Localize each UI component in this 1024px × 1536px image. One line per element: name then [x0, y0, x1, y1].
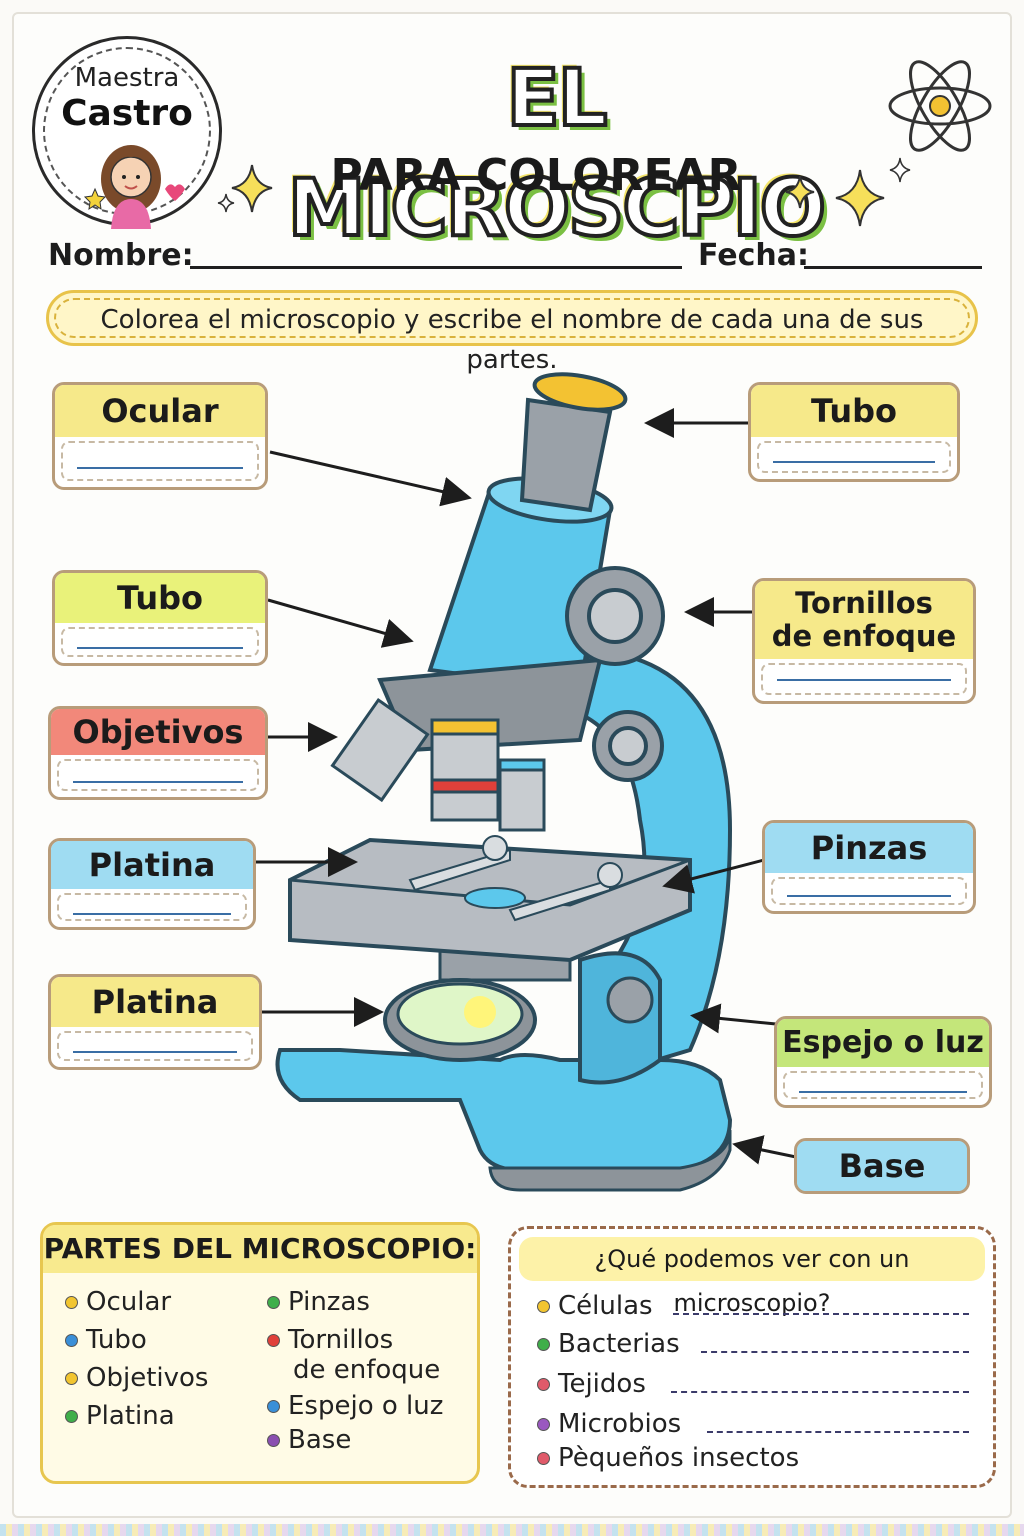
list-item: Microbios	[537, 1409, 681, 1439]
label-card-title-line1: Tornillos	[795, 586, 933, 620]
microscope-illustration	[275, 372, 733, 1192]
badge-line2: Castro	[61, 93, 193, 134]
label-card-platina-2: Platina	[48, 974, 262, 1070]
label-card-tubo: Tubo	[52, 570, 268, 666]
label-card-tubo-right: Tubo	[748, 382, 960, 482]
sparkle-icon	[785, 157, 911, 227]
name-field[interactable]	[190, 266, 682, 269]
bullet-icon	[65, 1334, 78, 1347]
bullet-icon	[267, 1434, 280, 1447]
label-card-title: Base	[797, 1141, 967, 1191]
list-item: Objetivos	[65, 1363, 208, 1393]
author-badge: Maestra Castro	[32, 36, 222, 229]
bullet-icon	[267, 1400, 280, 1413]
label-card-title: Pinzas	[765, 823, 973, 873]
bullet-icon	[537, 1378, 550, 1391]
list-item: Células	[537, 1291, 653, 1321]
label-answer-box[interactable]	[57, 759, 259, 791]
label-card-ocular: Ocular	[52, 382, 268, 490]
parts-list-title: PARTES DEL MICROSCOPIO:	[43, 1225, 477, 1273]
sparkle-icon	[217, 164, 273, 213]
label-answer-box[interactable]	[783, 1071, 983, 1099]
label-card-platina: Platina	[48, 838, 256, 930]
label-card-title: Objetivos	[51, 709, 265, 755]
list-item: Tornillos	[267, 1325, 393, 1355]
label-card-title: Platina	[51, 977, 259, 1027]
label-card-pinzas: Pinzas	[762, 820, 976, 914]
list-item: Pèqueños insectos	[537, 1443, 799, 1473]
observation-box: ¿Qué podemos ver con un microscopio? Cél…	[508, 1226, 996, 1488]
label-card-title: Tubo	[751, 385, 957, 437]
label-answer-box[interactable]	[757, 441, 951, 473]
page-title: EL MICROSCPIO	[236, 44, 876, 256]
atom-icon	[888, 60, 992, 152]
label-card-title: Ocular	[55, 385, 265, 437]
label-answer-box[interactable]	[57, 893, 247, 921]
list-item: Bacterias	[537, 1329, 680, 1359]
date-label: Fecha:	[698, 238, 810, 273]
label-card-tornillos: Tornillos de enfoque	[752, 578, 976, 704]
bullet-icon	[537, 1300, 550, 1313]
name-label: Nombre:	[48, 238, 194, 273]
list-item: Platina	[65, 1401, 175, 1431]
label-answer-box[interactable]	[771, 877, 967, 905]
date-field[interactable]	[804, 266, 982, 269]
list-item-continuation: de enfoque	[293, 1355, 441, 1385]
page-subtitle: PARA COLOREAR	[330, 150, 742, 201]
instruction-text: Colorea el microscopio y escribe el nomb…	[54, 298, 970, 375]
label-card-title: Tornillos de enfoque	[755, 581, 973, 659]
bottom-decor-strip	[0, 1524, 1024, 1536]
label-card-objetivos: Objetivos	[48, 706, 268, 800]
bullet-icon	[537, 1452, 550, 1465]
bullet-icon	[65, 1410, 78, 1423]
list-item: Espejo o luz	[267, 1391, 443, 1421]
bullet-icon	[537, 1338, 550, 1351]
label-card-base: Base	[794, 1138, 970, 1194]
label-answer-box[interactable]	[57, 1031, 253, 1061]
label-card-title: Platina	[51, 841, 253, 889]
answer-line[interactable]	[671, 1391, 969, 1393]
answer-line[interactable]	[707, 1431, 969, 1433]
list-item: Tubo	[65, 1325, 147, 1355]
answer-line[interactable]	[701, 1351, 969, 1353]
teacher-illustration	[83, 145, 185, 229]
list-item: Ocular	[65, 1287, 171, 1317]
label-card-espejo: Espejo o luz	[774, 1016, 992, 1108]
title-text: EL MICROSCPIO	[286, 52, 828, 256]
bullet-icon	[267, 1334, 280, 1347]
list-item: Tejidos	[537, 1369, 646, 1399]
label-card-title-line2: de enfoque	[771, 619, 957, 653]
list-item: Base	[267, 1425, 351, 1455]
list-item: Pinzas	[267, 1287, 370, 1317]
bullet-icon	[537, 1418, 550, 1431]
label-answer-box[interactable]	[61, 627, 259, 657]
bullet-icon	[65, 1372, 78, 1385]
label-answer-box[interactable]	[761, 663, 967, 695]
badge-line1: Maestra	[74, 63, 180, 93]
observation-title: ¿Qué podemos ver con un microscopio?	[519, 1237, 985, 1317]
label-answer-box[interactable]	[61, 441, 259, 481]
instruction-banner: Colorea el microscopio y escribe el nomb…	[46, 290, 978, 375]
parts-list-box: PARTES DEL MICROSCOPIO: Ocular Tubo Obje…	[40, 1222, 480, 1484]
answer-line[interactable]	[673, 1313, 969, 1315]
label-card-title: Espejo o luz	[777, 1019, 989, 1067]
bullet-icon	[267, 1296, 280, 1309]
label-card-title: Tubo	[55, 573, 265, 623]
bullet-icon	[65, 1296, 78, 1309]
